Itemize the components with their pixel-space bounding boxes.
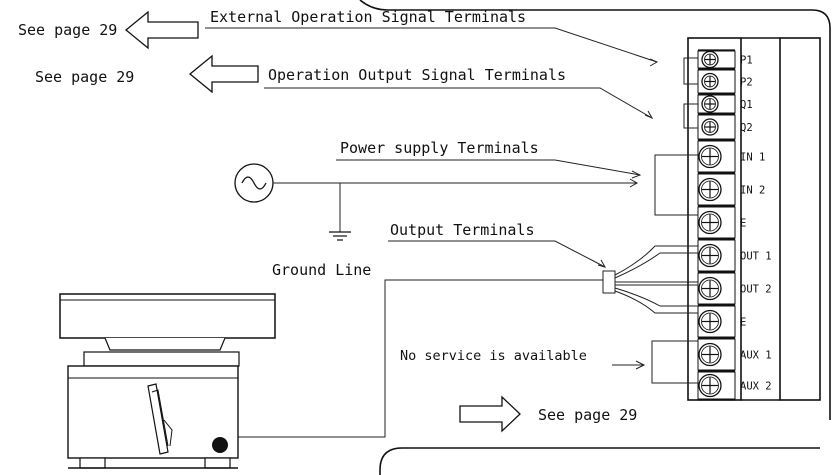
- screw-terminal-icon: [701, 50, 719, 69]
- terminal-label: AUX 2: [740, 381, 772, 393]
- callout-power: Power supply Terminals: [340, 139, 539, 157]
- screw-terminal-icon: [698, 309, 722, 334]
- terminal-cell: [697, 239, 736, 272]
- screw-terminal-icon: [698, 243, 722, 268]
- terminal-label: E: [740, 317, 746, 329]
- terminal-cell: [697, 173, 736, 206]
- terminal-label: Q1: [740, 99, 753, 111]
- earth-ground-icon: [329, 231, 351, 241]
- terminal-cell: [697, 272, 736, 305]
- terminal-cell: [697, 206, 736, 239]
- hollow-arrow-icon: [188, 54, 259, 94]
- screw-terminal-icon: [698, 177, 722, 202]
- page-ref-top-left: See page 29: [18, 21, 117, 39]
- screw-terminal-icon: [698, 210, 722, 235]
- terminal-label: OUT 2: [740, 284, 772, 296]
- page-ref-bottom: See page 29: [538, 406, 637, 424]
- callout-no-service: No service is available: [400, 348, 587, 364]
- screw-terminal-icon: [698, 144, 722, 169]
- callout-output: Output Terminals: [390, 221, 535, 239]
- terminal-label: P2: [740, 77, 753, 89]
- instrument-device: [59, 293, 276, 469]
- callout-ext-signal: External Operation Signal Terminals: [210, 8, 526, 26]
- terminal-cell: [697, 371, 736, 400]
- terminal-label: Q2: [740, 122, 753, 134]
- ac-source-icon: [234, 163, 274, 203]
- signal-brackets: [651, 57, 698, 384]
- terminal-cell: [697, 50, 736, 69]
- screw-terminal-icon: [698, 342, 722, 367]
- terminal-label: IN 2: [740, 185, 765, 197]
- screw-terminal-icon: [701, 95, 719, 113]
- output-cable: [230, 245, 698, 438]
- terminal-label: OUT 1: [740, 251, 772, 263]
- frame-edge-bottom: [379, 447, 820, 475]
- screw-terminal-icon: [698, 276, 722, 301]
- page-ref-middle-left: See page 29: [35, 68, 134, 86]
- terminal-label: E: [740, 218, 746, 230]
- terminal-label: P1: [740, 55, 753, 67]
- screw-terminal-icon: [701, 72, 719, 91]
- callout-ground: Ground Line: [272, 261, 371, 279]
- power-wiring: [273, 178, 639, 232]
- screw-terminal-icon: [698, 373, 722, 398]
- terminal-cell: [697, 338, 736, 371]
- callout-op-output: Operation Output Signal Terminals: [268, 66, 566, 84]
- terminal-cell: [697, 114, 736, 140]
- leader-lines: [205, 27, 659, 370]
- terminal-label: AUX 1: [740, 350, 772, 362]
- terminal-cell: [697, 140, 736, 173]
- hollow-arrow-icon: [124, 10, 199, 50]
- hollow-arrow-icon: [459, 395, 521, 433]
- terminal-cell: [697, 69, 736, 94]
- screw-terminal-icon: [701, 118, 719, 136]
- terminal-cell: [697, 305, 736, 338]
- frame-edge-top: [359, 0, 831, 420]
- terminal-label: IN 1: [740, 152, 765, 164]
